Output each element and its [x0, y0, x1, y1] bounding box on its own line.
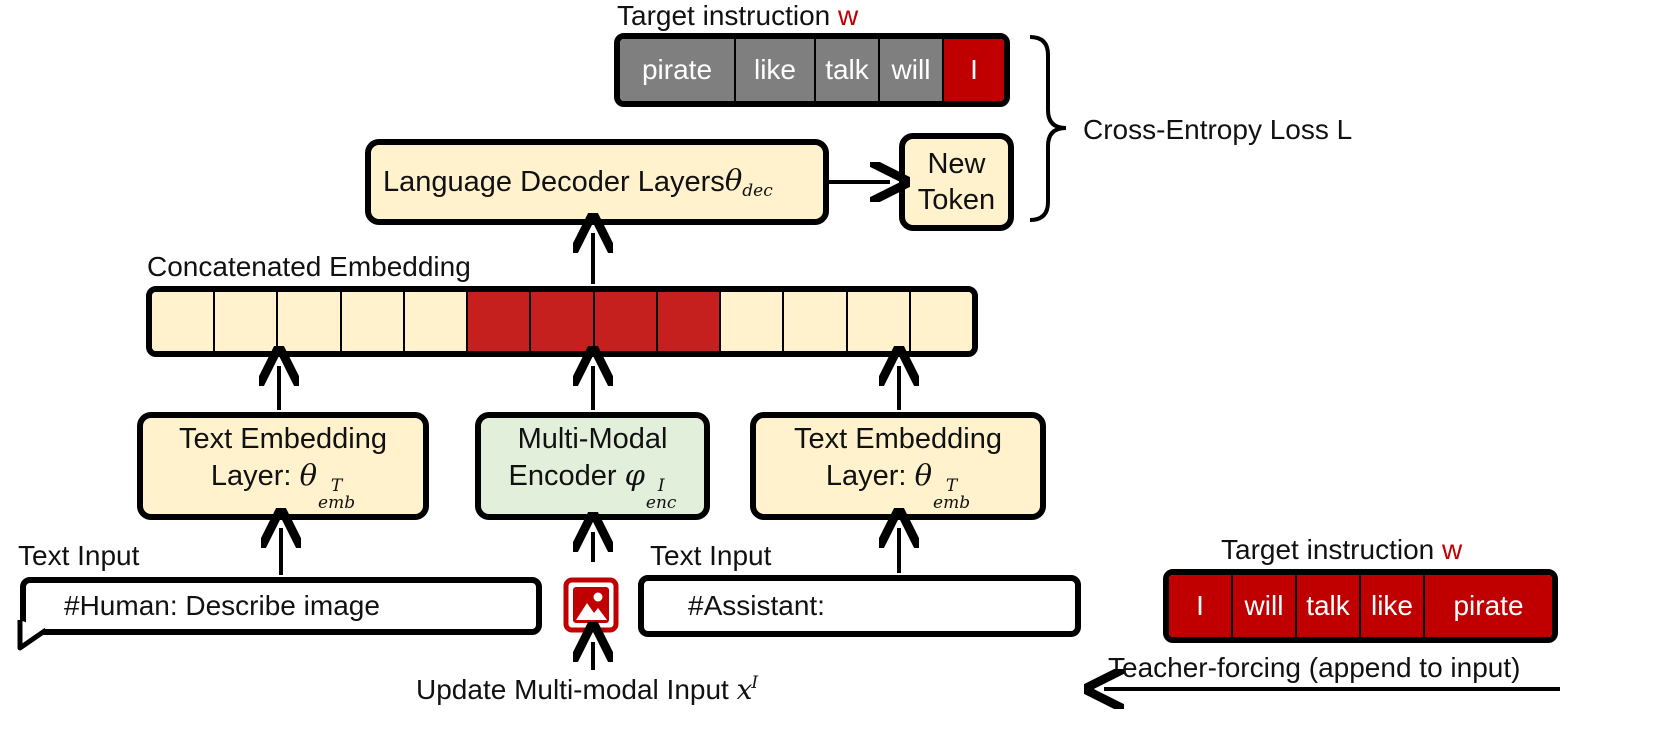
loss-brace: [1029, 35, 1067, 222]
new-token-line1: New: [927, 147, 986, 180]
top-token: like: [736, 39, 816, 101]
speech-bubble-tail: [17, 620, 48, 651]
teacher-forcing-label: Teacher-forcing (append to input): [1108, 652, 1521, 683]
new-token-line2: Token: [917, 184, 996, 216]
top-token: I: [944, 39, 1004, 101]
left-input-label: Text Input: [18, 540, 140, 571]
text-embedding-left-prefix: Layer:: [210, 460, 300, 493]
top-token: will: [880, 39, 944, 101]
text-embedding-cell: [784, 292, 848, 351]
update-var: xI: [737, 673, 759, 706]
decoder-box: Language Decoder Layers θdec: [365, 139, 829, 225]
bottom-token: like: [1361, 575, 1425, 637]
decoder-label: Language Decoder Layers: [383, 165, 725, 198]
theta-symbol: θ: [914, 458, 933, 493]
text-embedding-cell: [341, 292, 405, 351]
update-input-label: Update Multi-modal Input xI: [416, 675, 758, 704]
text-embedding-cell: [404, 292, 469, 351]
x-symbol: x: [736, 673, 753, 706]
bottom-token: pirate: [1425, 575, 1552, 637]
param-sup: T: [330, 476, 343, 497]
param-sub: emb: [933, 492, 971, 513]
top-token: pirate: [620, 39, 736, 101]
right-input-label: Text Input: [650, 540, 772, 571]
phi-symbol: φ: [624, 458, 645, 493]
bottom-token: talk: [1297, 575, 1361, 637]
text-embedding-left-line1: Text Embedding: [179, 423, 387, 456]
param-sup: T: [945, 476, 958, 497]
top-target-text: Target instruction: [617, 0, 838, 31]
image-embedding-cell: [594, 292, 658, 351]
text-embedding-right-prefix: Layer:: [825, 460, 915, 493]
text-embedding-right-line1: Text Embedding: [794, 423, 1002, 456]
image-embedding-cell: [468, 292, 532, 351]
image-embedding-cell: [531, 292, 595, 351]
param-sup: I: [657, 476, 665, 497]
decoder-param: θdec: [725, 162, 773, 202]
bottom-target-variable: w: [1442, 534, 1463, 565]
top-target-label: Target instruction w: [617, 2, 858, 30]
text-embedding-cell: [215, 292, 279, 351]
decoder-sub: dec: [742, 180, 773, 201]
concatenated-embedding: [146, 286, 978, 357]
text-embedding-cell: [152, 292, 216, 351]
bottom-token: I: [1169, 575, 1233, 637]
new-token-box: New Token: [899, 133, 1014, 231]
encoder-prefix: Encoder: [508, 460, 625, 493]
bottom-target-text: Target instruction: [1221, 534, 1442, 565]
text-embedding-cell: [910, 292, 972, 351]
top-target-variable: w: [838, 0, 859, 31]
decoder-theta: θ: [724, 162, 743, 197]
x-sup: I: [751, 673, 759, 693]
encoder-line1: Multi-Modal: [517, 423, 668, 456]
param-sub: enc: [645, 492, 677, 513]
bottom-token: will: [1233, 575, 1297, 637]
text-embedding-cell: [721, 292, 785, 351]
image-embedding-cell: [657, 292, 722, 351]
top-token: talk: [816, 39, 880, 101]
update-text: Update Multi-modal Input: [416, 674, 737, 705]
human-text-input[interactable]: #Human: Describe image: [20, 577, 542, 635]
theta-symbol: θ: [299, 458, 318, 493]
bottom-target-tokens: I will talk like pirate: [1163, 569, 1558, 643]
assistant-text-input[interactable]: #Assistant:: [638, 575, 1081, 637]
concat-label: Concatenated Embedding: [147, 251, 471, 282]
text-embedding-cell: [847, 292, 911, 351]
param-sub: emb: [318, 492, 356, 513]
text-embedding-cell: [278, 292, 342, 351]
loss-label: Cross-Entropy Loss L: [1083, 114, 1353, 145]
bottom-target-label: Target instruction w: [1221, 536, 1462, 564]
top-target-tokens: pirate like talk will I: [614, 33, 1010, 107]
